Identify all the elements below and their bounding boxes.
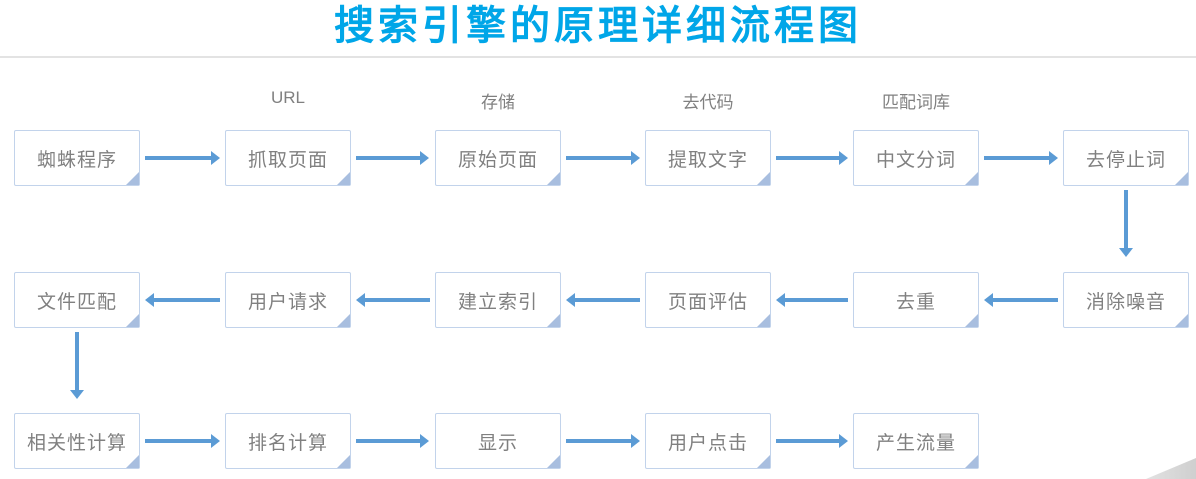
arrowhead-icon (211, 434, 220, 448)
node-label: 建立索引 (457, 291, 538, 313)
node-label: 用户点击 (667, 432, 748, 454)
node-label: 页面评估 (667, 291, 748, 313)
node-relevance-calculation: 相关性计算 (14, 413, 140, 469)
folded-corner-icon (337, 314, 350, 327)
node-label: 消除噪音 (1085, 291, 1166, 313)
arrowhead-icon (984, 293, 993, 307)
flow-arrow-right-icon (566, 434, 640, 448)
annotation-remove-code: 去代码 (682, 93, 734, 112)
arrowhead-icon (420, 151, 429, 165)
node-ranking-calculation: 排名计算 (225, 413, 351, 469)
flow-arrow-right-icon (145, 434, 220, 448)
node-build-index: 建立索引 (435, 272, 561, 328)
node-remove-stopwords: 去停止词 (1063, 130, 1189, 186)
arrowhead-icon (839, 151, 848, 165)
folded-corner-icon (965, 172, 978, 185)
node-label: 抓取页面 (247, 149, 328, 171)
flow-arrow-right-icon (566, 151, 640, 165)
annotation-url: URL (270, 88, 305, 107)
arrowhead-icon (566, 293, 575, 307)
node-label: 显示 (477, 432, 518, 454)
node-deduplicate: 去重 (853, 272, 979, 328)
flow-arrow-left-icon (356, 293, 430, 307)
arrowhead-icon (145, 293, 154, 307)
flow-arrow-right-icon (984, 151, 1058, 165)
flow-arrow-down-icon (1119, 190, 1133, 257)
folded-corner-icon (337, 172, 350, 185)
node-original-page: 原始页面 (435, 130, 561, 186)
node-user-click: 用户点击 (645, 413, 771, 469)
flow-arrow-right-icon (145, 151, 220, 165)
arrowhead-icon (211, 151, 220, 165)
arrowhead-icon (1049, 151, 1058, 165)
annotation-match-lexicon: 匹配词库 (882, 93, 950, 112)
folded-corner-icon (547, 172, 560, 185)
flow-arrow-right-icon (776, 151, 848, 165)
node-chinese-segmentation: 中文分词 (853, 130, 979, 186)
node-label: 去停止词 (1085, 149, 1166, 171)
folded-corner-icon (1175, 172, 1188, 185)
arrowhead-icon (631, 151, 640, 165)
flow-arrow-right-icon (356, 151, 429, 165)
node-label: 产生流量 (875, 432, 956, 454)
node-display: 显示 (435, 413, 561, 469)
title-divider (0, 56, 1196, 58)
folded-corner-icon (757, 455, 770, 468)
node-label: 中文分词 (875, 149, 956, 171)
arrowhead-icon (420, 434, 429, 448)
node-file-matching: 文件匹配 (14, 272, 140, 328)
arrowhead-icon (1119, 248, 1133, 257)
flow-arrow-left-icon (776, 293, 848, 307)
flow-arrow-right-icon (356, 434, 429, 448)
flow-arrow-left-icon (145, 293, 220, 307)
arrowhead-icon (70, 390, 84, 399)
arrowhead-icon (839, 434, 848, 448)
node-crawl-page: 抓取页面 (225, 130, 351, 186)
folded-corner-icon (126, 314, 139, 327)
flow-arrow-down-icon (70, 332, 84, 399)
node-label: 文件匹配 (36, 291, 117, 313)
node-noise-removal: 消除噪音 (1063, 272, 1189, 328)
annotation-store: 存储 (481, 93, 515, 112)
arrowhead-icon (356, 293, 365, 307)
node-generate-traffic: 产生流量 (853, 413, 979, 469)
node-label: 提取文字 (667, 149, 748, 171)
folded-corner-icon (965, 455, 978, 468)
node-label: 排名计算 (247, 432, 328, 454)
folded-corner-icon (547, 314, 560, 327)
arrowhead-icon (776, 293, 785, 307)
node-label: 蜘蛛程序 (36, 149, 117, 171)
folded-corner-icon (547, 455, 560, 468)
arrowhead-icon (631, 434, 640, 448)
node-page-evaluation: 页面评估 (645, 272, 771, 328)
folded-corner-icon (757, 314, 770, 327)
folded-corner-icon (757, 172, 770, 185)
folded-corner-icon (1175, 314, 1188, 327)
node-extract-text: 提取文字 (645, 130, 771, 186)
corner-wedge-icon (1146, 458, 1196, 479)
node-spider-program: 蜘蛛程序 (14, 130, 140, 186)
folded-corner-icon (965, 314, 978, 327)
flow-arrow-left-icon (984, 293, 1058, 307)
page-title: 搜索引擎的原理详细流程图 (334, 4, 862, 48)
node-label: 去重 (895, 291, 936, 313)
flow-arrow-left-icon (566, 293, 640, 307)
folded-corner-icon (337, 455, 350, 468)
folded-corner-icon (126, 455, 139, 468)
node-label: 相关性计算 (26, 432, 127, 454)
node-label: 原始页面 (457, 149, 538, 171)
node-user-request: 用户请求 (225, 272, 351, 328)
flow-arrow-right-icon (776, 434, 848, 448)
folded-corner-icon (126, 172, 139, 185)
node-label: 用户请求 (247, 291, 328, 313)
